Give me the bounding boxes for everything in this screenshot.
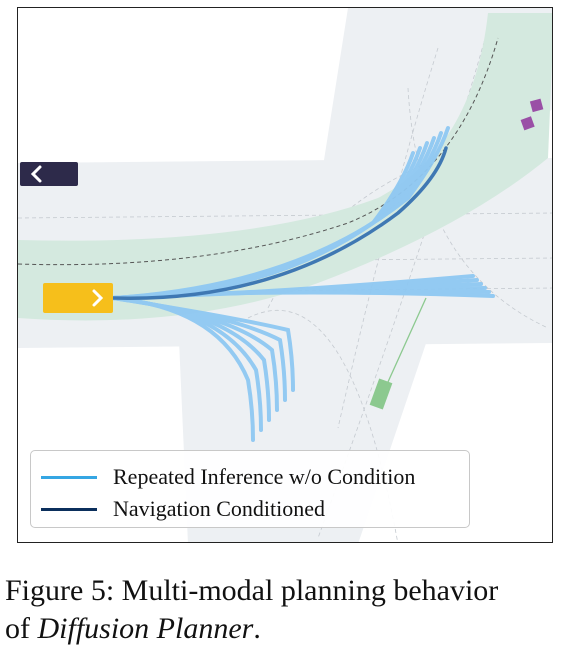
legend-item-navigation-conditioned: Navigation Conditioned — [31, 495, 325, 523]
trajectory-sample — [111, 296, 295, 392]
figure-frame: Repeated Inference w/o Condition Navigat… — [17, 7, 553, 543]
caption-end: . — [253, 612, 261, 645]
trajectory-sample — [111, 290, 495, 300]
left-vehicle — [20, 162, 78, 186]
legend: Repeated Inference w/o Condition Navigat… — [30, 450, 470, 528]
caption-text: Multi-modal planning behavior — [121, 574, 499, 607]
legend-item-repeated-inference: Repeated Inference w/o Condition — [31, 463, 415, 491]
green-agent — [369, 378, 393, 410]
trajectory-sample — [111, 126, 450, 300]
chevron-right-icon — [92, 289, 104, 307]
legend-label: Repeated Inference w/o Condition — [113, 464, 416, 489]
route-corridor — [18, 13, 552, 321]
figure-caption: Figure 5: Multi-modal planning behavior … — [5, 572, 585, 648]
chevron-left-icon — [30, 165, 42, 183]
trajectory-navigation-conditioned — [111, 146, 448, 301]
green-agent-path — [382, 297, 427, 394]
route-centerline — [18, 37, 499, 266]
caption-label: Figure 5: — [5, 574, 115, 607]
pedestrian-2 — [520, 116, 535, 131]
legend-label: Navigation Conditioned — [113, 496, 326, 521]
caption-of: of — [5, 612, 30, 645]
legend-line-light — [41, 475, 97, 479]
pedestrian-1 — [529, 98, 544, 113]
caption-emphasis: Diffusion Planner — [37, 612, 254, 645]
legend-line-dark — [41, 507, 97, 511]
